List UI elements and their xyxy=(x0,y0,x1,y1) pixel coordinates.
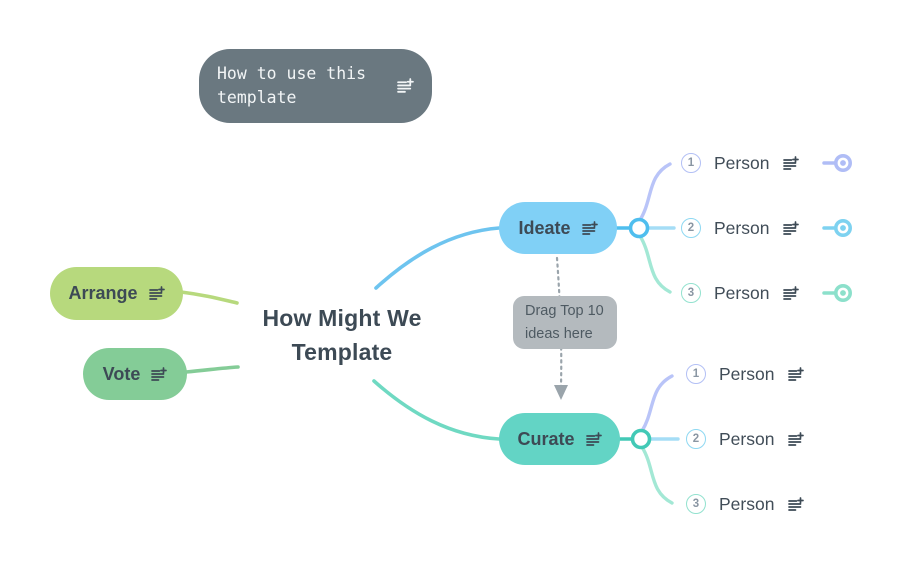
topic-ideate-person-1[interactable]: 1 Person xyxy=(681,150,800,176)
topic-curate-person-3[interactable]: 3 Person xyxy=(686,491,805,517)
number-badge: 1 xyxy=(681,153,701,173)
number-badge: 3 xyxy=(681,283,701,303)
person-label: Person xyxy=(714,152,770,173)
drag-arrow-head xyxy=(554,385,568,400)
root-topic-line2: Template xyxy=(291,339,393,365)
root-topic[interactable]: How Might We Template xyxy=(232,301,452,369)
note-add-icon[interactable] xyxy=(783,156,800,172)
collapsed-branch-indicator-1[interactable] xyxy=(822,154,852,172)
branch-line-ideate-person-3 xyxy=(638,234,672,294)
note-add-icon[interactable] xyxy=(788,367,805,383)
number-badge: 3 xyxy=(686,494,706,514)
person-label: Person xyxy=(719,363,775,384)
branch-line-vote xyxy=(184,365,240,374)
note-add-icon[interactable] xyxy=(581,220,598,237)
note-add-icon[interactable] xyxy=(151,366,168,383)
curate-collapse-toggle[interactable] xyxy=(630,428,652,450)
branch-line-curate-person-3 xyxy=(640,445,674,505)
topic-ideate-person-2[interactable]: 2 Person xyxy=(681,215,800,241)
topic-curate-label: Curate xyxy=(517,428,575,449)
person-label: Person xyxy=(719,493,775,514)
root-topic-line1: How Might We xyxy=(262,305,422,331)
collapsed-branch-indicator-2[interactable] xyxy=(822,219,852,237)
number-badge: 2 xyxy=(686,429,706,449)
branch-line-curate xyxy=(372,379,501,441)
note-add-icon[interactable] xyxy=(585,431,602,448)
topic-ideate[interactable]: Ideate xyxy=(499,202,617,254)
drag-hint-line2: ideas here xyxy=(525,325,593,342)
person-label: Person xyxy=(714,282,770,303)
branch-line-ideate xyxy=(374,226,501,290)
topic-arrange-label: Arrange xyxy=(68,283,138,303)
person-label: Person xyxy=(719,428,775,449)
number-badge: 2 xyxy=(681,218,701,238)
topic-arrange[interactable]: Arrange xyxy=(50,267,183,320)
topic-ideate-label: Ideate xyxy=(518,217,571,238)
topic-vote-label: Vote xyxy=(102,363,141,384)
branch-line-ideate-person-1 xyxy=(638,162,672,222)
person-label: Person xyxy=(714,217,770,238)
number-badge: 1 xyxy=(686,364,706,384)
note-add-icon[interactable] xyxy=(788,432,805,448)
branch-line-curate-person-1 xyxy=(640,374,674,433)
drag-hint-line1: Drag Top 10 xyxy=(525,302,604,319)
note-add-icon[interactable] xyxy=(788,497,805,513)
topic-curate-person-2[interactable]: 2 Person xyxy=(686,426,805,452)
note-add-icon[interactable] xyxy=(148,286,165,302)
branch-line-arrange xyxy=(179,290,239,305)
topic-curate[interactable]: Curate xyxy=(499,413,620,465)
note-add-icon[interactable] xyxy=(397,77,414,95)
ideate-collapse-toggle[interactable] xyxy=(628,217,650,239)
topic-vote[interactable]: Vote xyxy=(83,348,187,400)
note-add-icon[interactable] xyxy=(783,286,800,302)
drag-hint-label: Drag Top 10 ideas here xyxy=(513,296,617,349)
topic-ideate-person-3[interactable]: 3 Person xyxy=(681,280,800,306)
collapsed-branch-indicator-3[interactable] xyxy=(822,284,852,302)
drag-arrow-line xyxy=(555,256,563,388)
note-add-icon[interactable] xyxy=(783,221,800,237)
topic-curate-person-1[interactable]: 1 Person xyxy=(686,361,805,387)
